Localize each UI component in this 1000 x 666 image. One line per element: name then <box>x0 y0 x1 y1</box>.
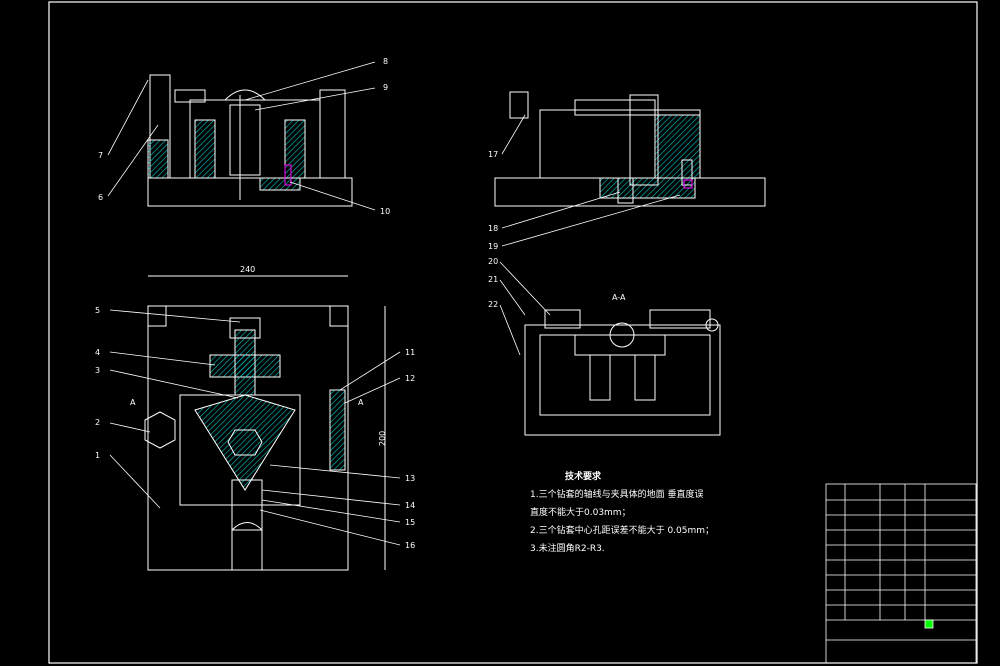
height-dimension: 200 <box>378 431 387 446</box>
title-block <box>825 483 977 664</box>
notes-line-3: 2.三个钻套中心孔距误差不能大于 0.05mm； <box>530 526 715 536</box>
callout-12: 12 <box>405 374 415 383</box>
callout-18: 18 <box>488 224 498 233</box>
section-marker-left: A <box>130 398 136 407</box>
drawing-frame <box>48 1 978 664</box>
leader-lines <box>107 61 681 546</box>
callout-6: 6 <box>98 193 103 202</box>
callout-5: 5 <box>95 306 100 315</box>
plan-view <box>144 275 386 571</box>
callout-20: 20 <box>488 257 498 266</box>
front-view <box>147 74 353 207</box>
callout-14: 14 <box>405 501 415 510</box>
callout-11: 11 <box>405 348 415 357</box>
section-marker-right: A <box>358 398 364 407</box>
technical-requirements: 技术要求 1.三个钻套的轴线与夹具体的地面 垂直度误 直度不能大于0.03mm；… <box>530 468 714 558</box>
callout-1: 1 <box>95 451 100 460</box>
callout-9: 9 <box>383 83 388 92</box>
callout-15: 15 <box>405 518 415 527</box>
notes-title: 技术要求 <box>565 472 602 482</box>
notes-line-4: 3.未注圆角R2-R3. <box>530 544 605 554</box>
callout-21: 21 <box>488 275 498 284</box>
callout-4: 4 <box>95 348 100 357</box>
notes-line-1: 1.三个钻套的轴线与夹具体的地面 垂直度误 <box>530 490 704 500</box>
callout-13: 13 <box>405 474 415 483</box>
callout-16: 16 <box>405 541 415 550</box>
callout-10: 10 <box>380 207 390 216</box>
notes-line-2: 直度不能大于0.03mm； <box>530 508 631 518</box>
callout-3: 3 <box>95 366 100 375</box>
callout-19: 19 <box>488 242 498 251</box>
callout-2: 2 <box>95 418 100 427</box>
callout-22: 22 <box>488 300 498 309</box>
callout-17: 17 <box>488 150 498 159</box>
section-label: A-A <box>612 293 626 302</box>
section-view <box>524 309 721 436</box>
width-dimension: 240 <box>240 265 255 274</box>
side-view <box>494 91 766 207</box>
callout-7: 7 <box>98 151 103 160</box>
callout-8: 8 <box>383 57 388 66</box>
